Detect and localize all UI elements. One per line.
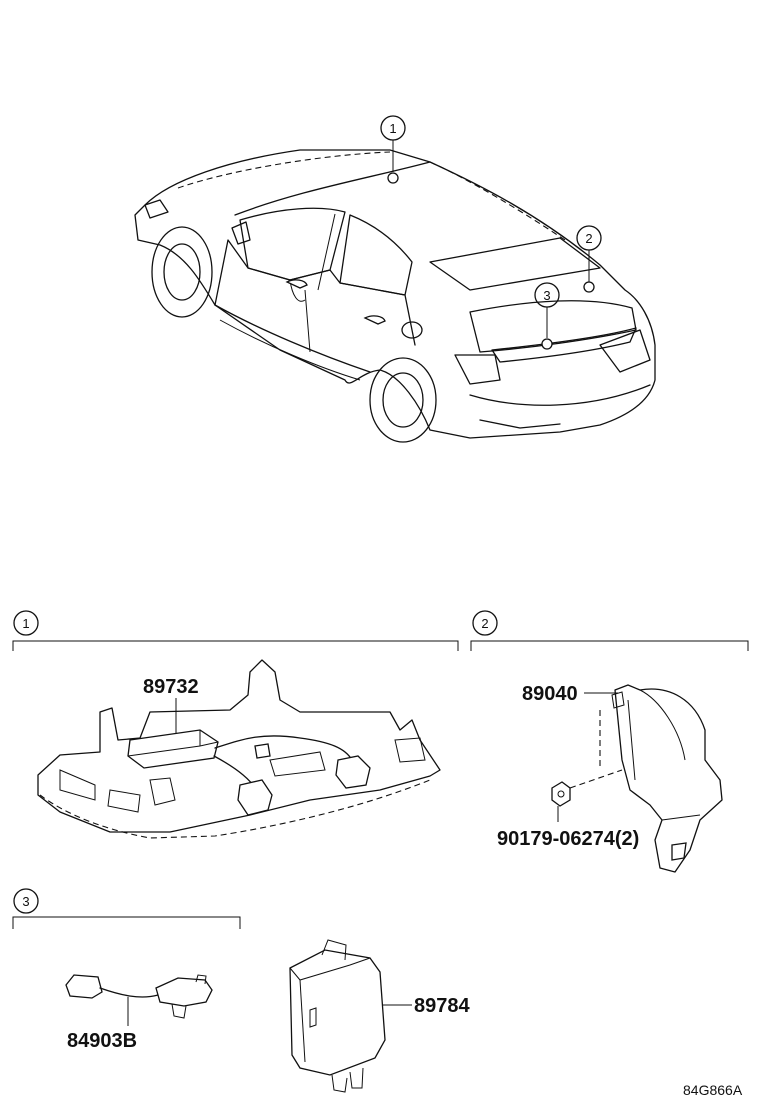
diagram-reference-code: 84G866A: [683, 1082, 743, 1098]
control-module-drawing: [289, 939, 386, 1093]
callout-3-label: 3: [543, 288, 550, 303]
part-number-84903B: 84903B: [67, 1030, 137, 1052]
switch-harness-drawing: [65, 974, 213, 1019]
section-2: 2 89040 90179-06274(2): [470, 610, 749, 873]
part-number-89784: 89784: [414, 995, 470, 1017]
callout-1-label: 1: [389, 121, 396, 136]
callout-2-label: 2: [585, 231, 592, 246]
part-number-89732: 89732: [143, 676, 199, 698]
section-3: 3 84903B 89784: [12, 888, 470, 1093]
car-illustration: 1 2 3: [134, 115, 656, 443]
bracket-drawing: [551, 684, 723, 873]
section-1-label: 1: [22, 616, 29, 631]
section-2-label: 2: [481, 616, 488, 631]
section-3-label: 3: [22, 894, 29, 909]
roof-panel-drawing: [37, 659, 441, 839]
part-number-89040: 89040: [522, 683, 578, 705]
part-number-90179-06274: 90179-06274(2): [497, 828, 639, 850]
section-1: 1 89732: [12, 610, 459, 839]
